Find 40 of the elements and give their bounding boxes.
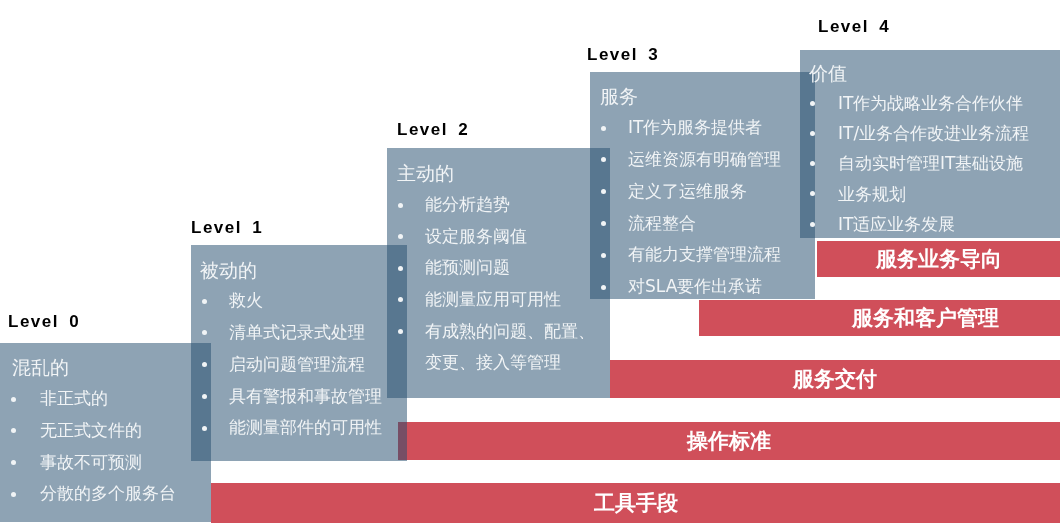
list-item: 清单式记录式处理	[229, 320, 365, 344]
list-item: 能测量应用可用性	[425, 288, 561, 311]
step-bar: 服务业务导向	[817, 241, 1060, 277]
list-item: 有成熟的问题、配置、变更、接入等管理	[425, 319, 596, 375]
list-item: 分散的多个服务台	[40, 482, 176, 506]
list-item: IT适应业务发展	[838, 213, 956, 237]
list-item: 无正式文件的	[40, 418, 142, 442]
list-item: 救火	[229, 289, 263, 313]
list-item: IT作为服务提供者	[628, 116, 763, 140]
list-item: 能分析趋势	[425, 193, 510, 217]
step-bar: 操作标准	[398, 422, 1060, 460]
panel-heading: 主动的	[397, 161, 454, 185]
panel-heading: 服务	[600, 84, 638, 108]
step-bar: 服务和客户管理	[699, 300, 1060, 336]
list-item: 运维资源有明确管理	[628, 147, 781, 171]
panel-heading: 价值	[809, 61, 847, 85]
list-item: 业务规划	[838, 182, 906, 206]
list-item: 事故不可预测	[40, 450, 142, 474]
list-item: 定义了运维服务	[628, 179, 747, 203]
panel-heading: 混乱的	[12, 355, 69, 379]
list-item: 具有警报和事故管理	[229, 384, 382, 408]
level-label: Level 1	[191, 218, 264, 238]
step-bar: 工具手段	[211, 483, 1060, 523]
level-label: Level 2	[397, 120, 470, 140]
list-item: 对SLA要作出承诺	[628, 275, 763, 299]
list-item: 非正式的	[40, 387, 108, 411]
list-item: 设定服务阈值	[425, 224, 527, 248]
panel-heading: 被动的	[200, 258, 257, 282]
list-item: 能测量部件的可用性	[229, 416, 382, 440]
step-bar: 服务交付	[610, 360, 1060, 398]
level-label: Level 4	[818, 17, 891, 37]
list-item: 自动实时管理IT基础设施	[838, 152, 1024, 176]
list-item: IT/业务合作改进业务流程	[838, 122, 1030, 146]
list-item: 启动问题管理流程	[229, 352, 365, 376]
list-item: IT作为战略业务合作伙伴	[838, 91, 1024, 115]
list-item: 有能力支撑管理流程	[628, 243, 781, 267]
level-label: Level 3	[587, 45, 660, 65]
list-item: 流程整合	[628, 211, 696, 235]
list-item: 能预测问题	[425, 256, 510, 280]
level-label: Level 0	[8, 312, 81, 332]
